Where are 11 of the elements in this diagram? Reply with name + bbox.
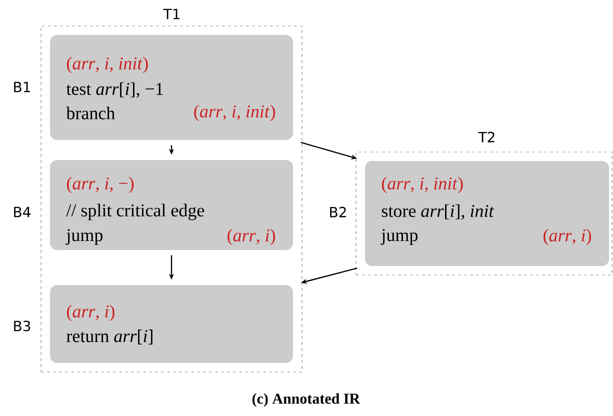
code-block: (arr, i, init) store arr[i], init jump (arr, i) [365,161,609,266]
block-label: B3 [14,320,30,332]
code-block: (arr, i, init) test arr[i], −1 branch (arr, i, init) [50,35,293,140]
block-label: B4 [14,206,30,218]
node-label: T1 [163,8,180,20]
node-label: T2 [478,132,494,142]
code-block: (arr, i) return arr[i] [50,285,293,363]
block-label: B1 [14,82,30,92]
code-block: (arr, i, −) // split critical edge jump (arr, i) [50,160,293,250]
block-label: B2 [330,206,346,218]
caption: (c) Annotated IR [252,393,360,407]
